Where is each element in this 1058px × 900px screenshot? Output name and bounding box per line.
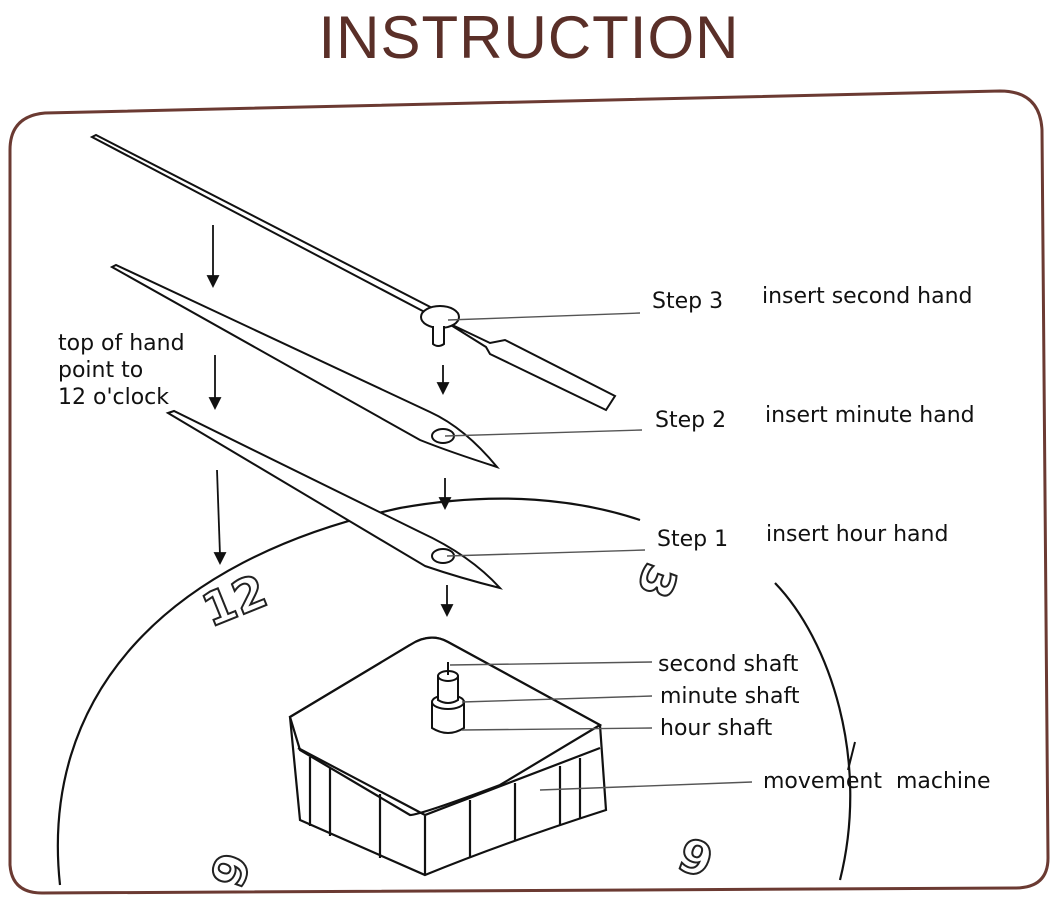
- clock-dial-arc: [56, 497, 641, 886]
- movement-machine-label: movement machine: [763, 769, 991, 794]
- step-1-action: insert hour hand: [766, 522, 948, 547]
- second-shaft-label: second shaft: [658, 652, 799, 677]
- hour-hand: [165, 409, 503, 590]
- dial-number-3: 3: [626, 557, 688, 606]
- clock-dial-arc-right: [774, 582, 852, 881]
- leader-lines: [444, 312, 753, 791]
- rounded-frame: [8, 89, 1050, 895]
- note-line-1: top of hand: [58, 331, 185, 356]
- hour-shaft-label: hour shaft: [660, 716, 773, 741]
- step-2-label: Step 2: [655, 408, 726, 433]
- step-1-label: Step 1: [657, 527, 728, 552]
- insertion-arrows: [206, 225, 454, 618]
- dial-number-9: 9: [200, 846, 262, 895]
- step-3-action: insert second hand: [762, 284, 973, 309]
- shafts: [431, 662, 465, 734]
- page-title: INSTRUCTION: [318, 4, 740, 71]
- step-2-action: insert minute hand: [765, 403, 975, 428]
- dial-number-12: 12: [195, 564, 275, 638]
- minute-shaft-label: minute shaft: [660, 684, 800, 709]
- note-line-2: point to: [58, 358, 143, 383]
- minute-hand: [109, 263, 500, 469]
- dial-number-6: 6: [672, 826, 721, 888]
- second-hand: [89, 133, 617, 412]
- step-3-label: Step 3: [652, 289, 723, 314]
- dial-tick: [847, 741, 856, 771]
- note-line-3: 12 o'clock: [58, 385, 169, 410]
